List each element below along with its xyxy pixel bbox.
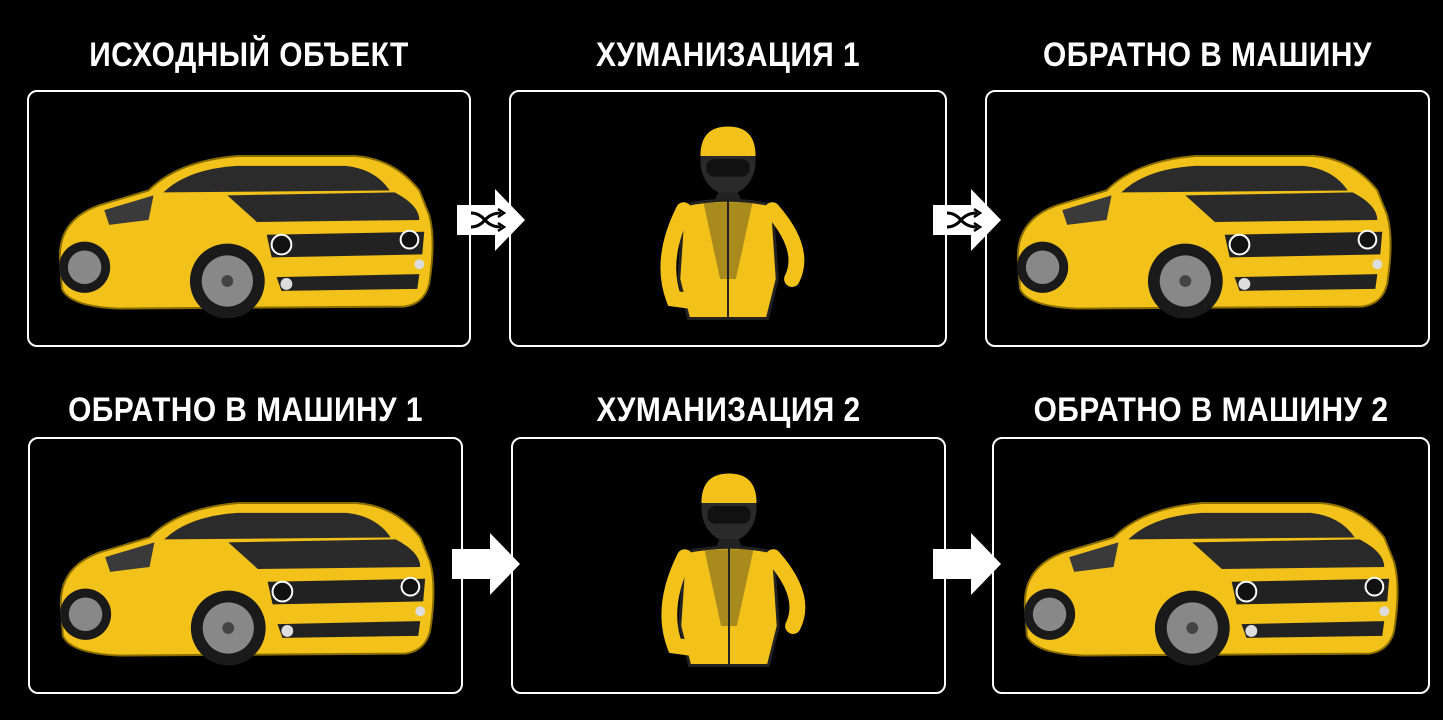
shuffle-arrow-icon: [933, 189, 1001, 251]
panel-humanization-1: [509, 90, 947, 347]
arrow-right-icon: [452, 533, 520, 595]
panel-back-to-car-2: [992, 437, 1430, 694]
racer-image: [513, 439, 944, 692]
step-title: ХУМАНИЗАЦИЯ 2: [596, 391, 861, 429]
step-title: ХУМАНИЗАЦИЯ 1: [595, 36, 861, 74]
panel-back-to-car-1: [28, 437, 463, 694]
arrow-right-icon: [933, 533, 1001, 595]
step-title: ОБРАТНО В МАШИНУ 2: [1033, 391, 1389, 429]
step-title: ОБРАТНО В МАШИНУ: [1043, 36, 1372, 74]
step-title: ИСХОДНЫЙ ОБЪЕКТ: [89, 36, 409, 74]
shuffle-arrow-icon: [457, 189, 525, 251]
racer-image: [511, 92, 945, 345]
car-image: [1022, 502, 1399, 667]
car-image: [58, 155, 434, 320]
panel-back-to-car: [985, 90, 1430, 347]
car-image: [58, 502, 435, 667]
panel-humanization-2: [511, 437, 946, 694]
step-title: ОБРАТНО В МАШИНУ 1: [68, 391, 423, 429]
panel-original-car: [27, 90, 471, 347]
car-image: [1016, 155, 1392, 320]
